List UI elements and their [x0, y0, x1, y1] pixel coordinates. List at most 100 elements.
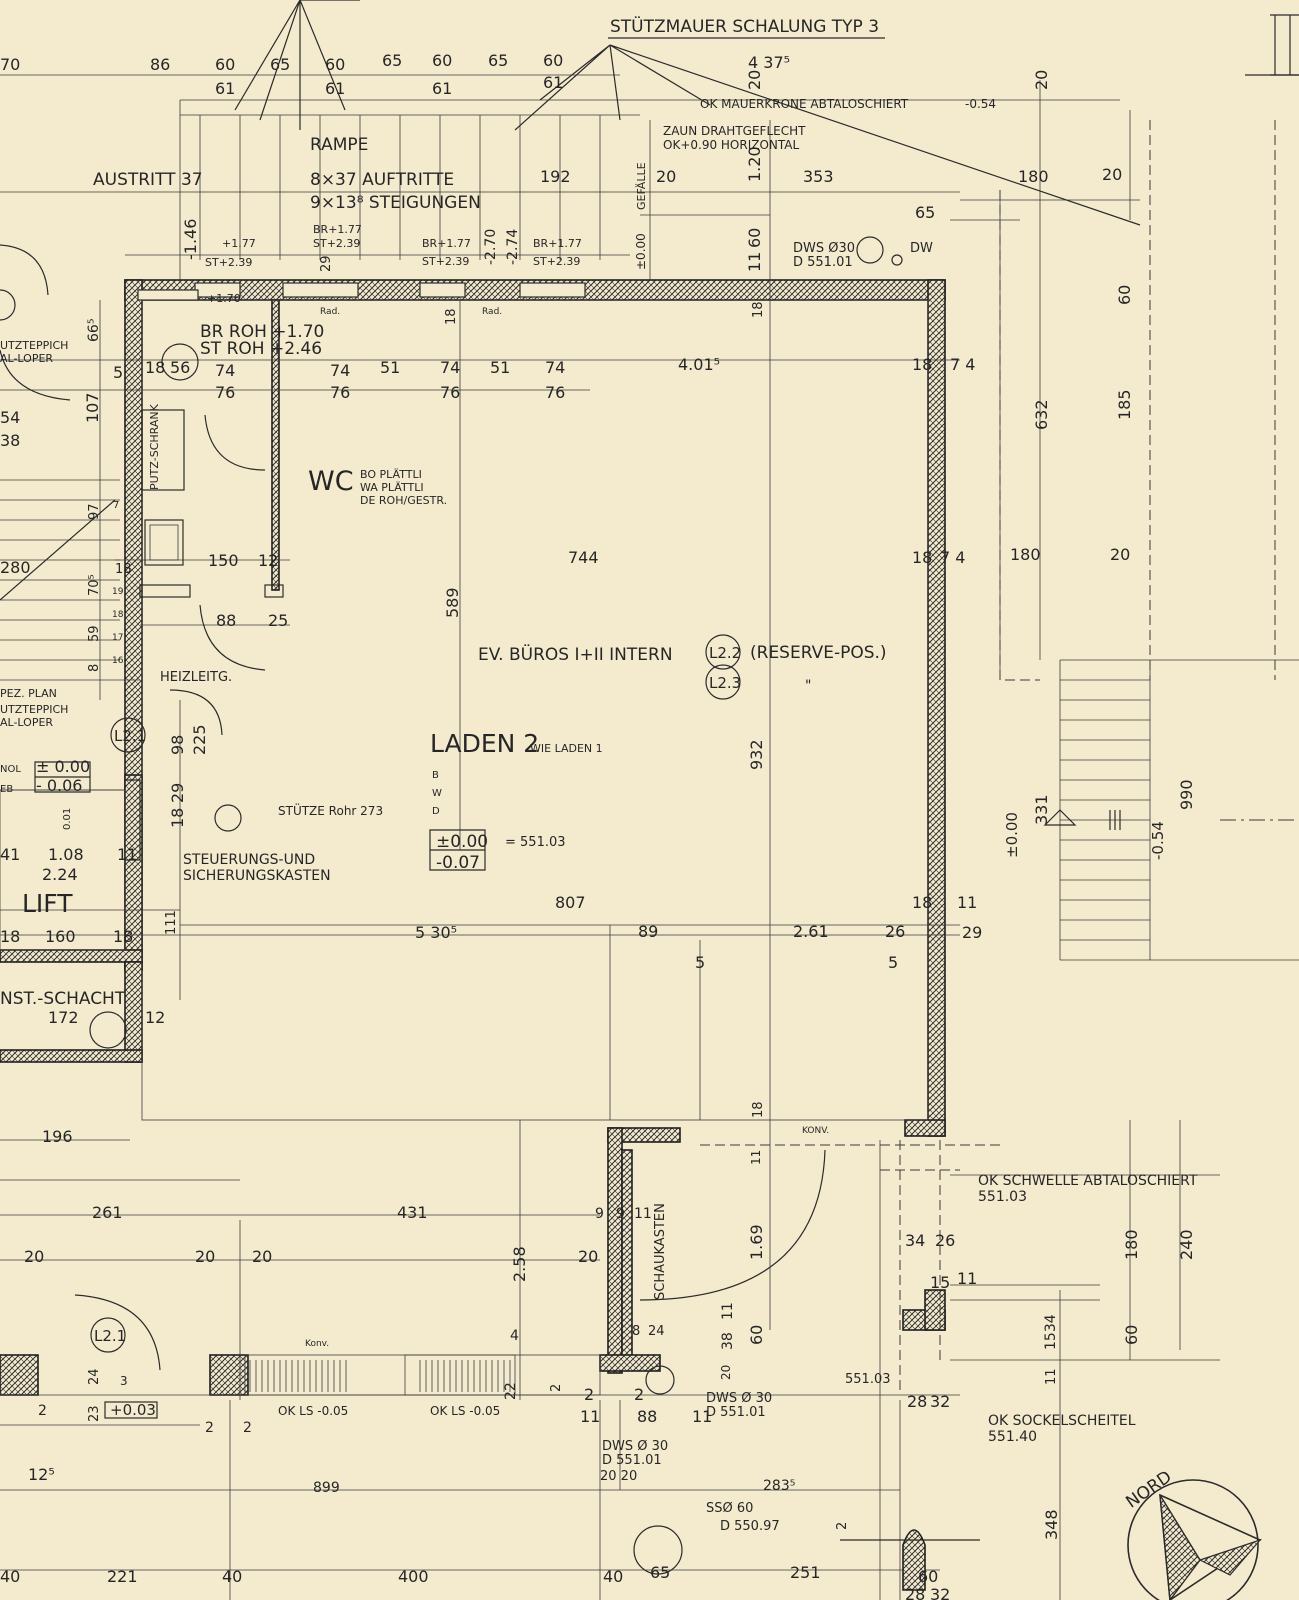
svg-text:15: 15	[930, 1273, 950, 1292]
svg-text:0.01: 0.01	[62, 808, 73, 830]
svg-text:18: 18	[912, 548, 932, 567]
svg-text:-1.46: -1.46	[181, 219, 200, 260]
wc-bo-label: BO PLÄTTLI	[360, 468, 422, 481]
svg-text:5: 5	[113, 363, 123, 382]
svg-text:18: 18	[751, 301, 766, 318]
svg-text:5: 5	[695, 953, 705, 972]
utzteppich-label-2: UTZTEPPICH	[0, 703, 68, 716]
svg-text:76: 76	[215, 383, 235, 402]
d55101c-label: D 551.01	[602, 1453, 662, 1468]
svg-text:744: 744	[568, 548, 599, 567]
svg-text:150: 150	[208, 551, 239, 570]
svg-text:25: 25	[268, 611, 288, 630]
svg-text:12: 12	[145, 1008, 165, 1027]
level-551-label: = 551.03	[505, 835, 566, 850]
dw-label: DW	[910, 241, 933, 256]
svg-text:89: 89	[638, 922, 658, 941]
svg-text:7: 7	[113, 500, 119, 511]
svg-text:BR+1.77: BR+1.77	[422, 237, 471, 250]
svg-text:60: 60	[745, 228, 764, 248]
level-minus006-left: - 0.06	[36, 776, 82, 795]
svg-text:192: 192	[540, 167, 571, 186]
svg-text:86: 86	[150, 55, 170, 74]
svg-text:-2.70: -2.70	[483, 229, 499, 265]
svg-text:4.01⁵: 4.01⁵	[678, 355, 720, 374]
svg-text:65: 65	[382, 51, 402, 70]
svg-text:60: 60	[543, 51, 563, 70]
ok-sockel-value: 551.40	[988, 1429, 1037, 1445]
svg-text:97: 97	[87, 503, 102, 520]
svg-text:+1.70: +1.70	[207, 292, 241, 305]
svg-text:51: 51	[380, 358, 400, 377]
svg-text:23: 23	[87, 1405, 102, 1422]
svg-text:11: 11	[957, 1269, 977, 1288]
al-loper-label-1: AL-LOPER	[0, 352, 53, 365]
mauerkrone-label: OK MAUERKRONE ABTALOSCHIERT	[700, 97, 909, 111]
auftritte-label: 8×37 AUFTRITTE	[310, 170, 454, 190]
svg-text:24: 24	[648, 1324, 665, 1339]
dimension-lines	[0, 74, 1220, 1600]
svg-text:20: 20	[24, 1247, 44, 1266]
svg-text:18: 18	[912, 893, 932, 912]
svg-text:240: 240	[1177, 1229, 1196, 1260]
svg-text:2.58: 2.58	[510, 1246, 529, 1282]
north-arrow: NORD	[1122, 1467, 1262, 1600]
rampe-label: RAMPE	[310, 135, 368, 155]
svg-text:11: 11	[634, 1206, 652, 1222]
tag-l23: L2.3	[709, 674, 741, 692]
svg-text:26: 26	[885, 922, 905, 941]
svg-text:51: 51	[490, 358, 510, 377]
svg-text:4 37⁵: 4 37⁵	[748, 53, 790, 72]
svg-text:40: 40	[603, 1567, 623, 1586]
svg-text:932: 932	[747, 739, 766, 770]
laden2-label: LADEN 2	[430, 729, 539, 758]
svg-text:76: 76	[545, 383, 565, 402]
ok-sockel-label: OK SOCKELSCHEITEL	[988, 1413, 1136, 1429]
tag-l22: L2.2	[709, 644, 741, 662]
svg-text:32: 32	[930, 1585, 950, 1600]
svg-text:111: 111	[164, 910, 179, 935]
svg-text:589: 589	[443, 587, 462, 618]
tag-l21-top: L2.1	[114, 727, 146, 745]
level-224: 2.24	[42, 865, 78, 884]
reserve-label: (RESERVE-POS.)	[750, 643, 887, 663]
ok-schwelle-value: 551.03	[978, 1189, 1027, 1205]
al-loper-label-2: AL-LOPER	[0, 716, 53, 729]
level-pm000-right: ±0.00	[1003, 812, 1021, 858]
svg-text:11: 11	[580, 1407, 600, 1426]
pez-plan-label: PEZ. PLAN	[0, 687, 57, 700]
wie-laden1-label: WIE LADEN 1	[530, 742, 603, 755]
svg-text:28: 28	[905, 1585, 925, 1600]
svg-text:18: 18	[145, 358, 165, 377]
inst-schacht-label: NST.-SCHACHT	[0, 989, 126, 1009]
svg-text:180: 180	[1122, 1229, 1141, 1260]
svg-text:11: 11	[1044, 1368, 1059, 1385]
svg-text:88: 88	[216, 611, 236, 630]
stuetzmauer-label: STÜTZMAUER SCHALUNG TYP 3	[610, 15, 879, 37]
svg-text:32: 32	[930, 1392, 950, 1411]
svg-text:66⁵: 66⁵	[86, 319, 102, 342]
wc-label: WC	[308, 466, 354, 497]
lift-label: LIFT	[22, 889, 73, 918]
svg-text:20: 20	[195, 1247, 215, 1266]
svg-text:12⁵: 12⁵	[28, 1465, 55, 1484]
svg-text:BR+1.77: BR+1.77	[533, 237, 582, 250]
svg-text:ST+2.39: ST+2.39	[313, 237, 360, 250]
nol-label: NOL	[0, 764, 21, 775]
ok-schwelle-label: OK SCHWELLE ABTALOSCHIERT	[978, 1173, 1198, 1189]
level-003: +0.03	[110, 1401, 156, 1419]
svg-text:8: 8	[87, 664, 102, 672]
svg-text:56: 56	[170, 358, 190, 377]
svg-text:98: 98	[168, 735, 187, 755]
svg-text:2: 2	[243, 1420, 252, 1436]
room-labels: STÜTZMAUER SCHALUNG TYP 3 OK MAUERKRONE …	[0, 15, 1198, 1534]
svg-text:60: 60	[918, 1567, 938, 1586]
svg-text:348: 348	[1042, 1509, 1061, 1540]
svg-text:400: 400	[398, 1567, 429, 1586]
svg-text:34: 34	[905, 1231, 925, 1250]
svg-text:2.61: 2.61	[793, 922, 829, 941]
svg-text:18: 18	[0, 927, 20, 946]
d55097-label: D 550.97	[720, 1519, 780, 1534]
ev-bueros-label: EV. BÜROS I+II INTERN	[478, 643, 673, 665]
